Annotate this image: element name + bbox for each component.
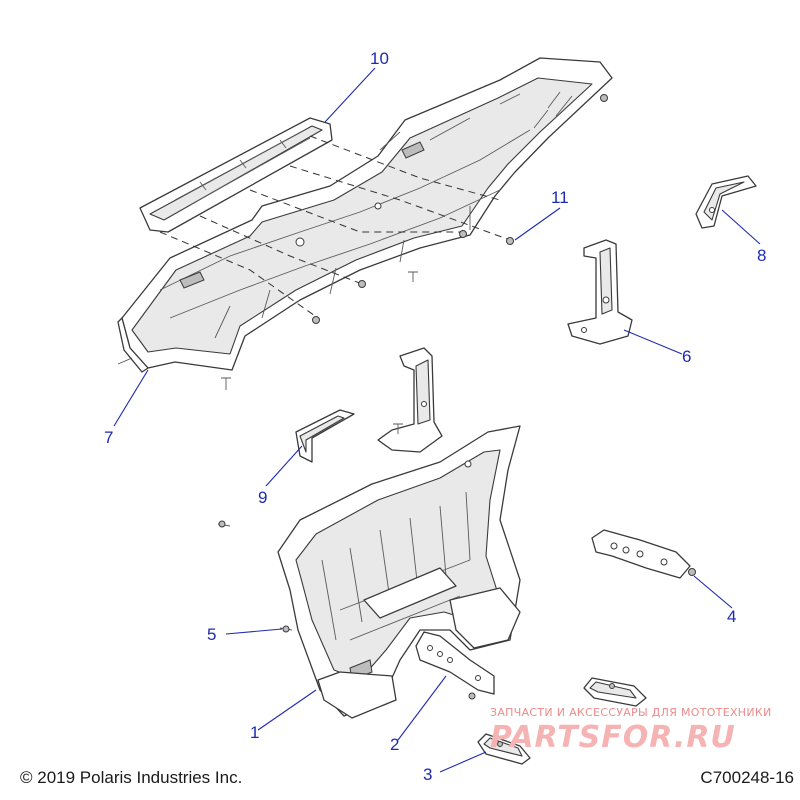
callout-8: 8 [757, 246, 766, 265]
part-7-rear-dash-panel [117, 57, 613, 373]
leader-lines [113, 67, 761, 773]
part-9-angle-bracket [295, 409, 355, 463]
callout-5: 5 [207, 625, 216, 644]
watermark-logo-text: PARTSFOR.RU [490, 720, 736, 755]
callout-2: 2 [390, 735, 399, 754]
copyright-notice: © 2019 Polaris Industries Inc. [20, 768, 243, 787]
callout-9: 9 [258, 488, 267, 507]
callout-labels: 1 2 3 4 5 6 7 8 9 10 11 [104, 49, 766, 784]
part-5-screw [217, 520, 293, 633]
watermark-tagline: ЗАПЧАСТИ И АКСЕССУАРЫ ДЛЯ МОТОТЕХНИКИ [490, 706, 772, 719]
callout-7: 7 [104, 428, 113, 447]
callout-4: 4 [727, 607, 736, 626]
fasteners-upper [117, 94, 608, 390]
center-mount-bracket [377, 347, 443, 453]
alignment-lines [159, 135, 511, 319]
callout-3: 3 [423, 765, 432, 784]
part-10-upper-trim [139, 117, 333, 233]
callout-11: 11 [551, 188, 569, 207]
callout-1: 1 [250, 723, 259, 742]
part-3-handle [477, 677, 647, 765]
part-6-support-bracket [567, 239, 633, 345]
callout-10: 10 [370, 49, 389, 68]
callout-6: 6 [682, 347, 691, 366]
watermark-logo: ЗАПЧАСТИ И АКСЕССУАРЫ ДЛЯ МОТОТЕХНИКИ PA… [490, 706, 772, 755]
part-8-bracket [695, 175, 757, 229]
part-1-lower-panel [277, 425, 521, 719]
part-2-strap [415, 631, 495, 700]
drawing-number: C700248-16 [700, 768, 794, 787]
part-4-perforated-bracket [591, 529, 696, 579]
